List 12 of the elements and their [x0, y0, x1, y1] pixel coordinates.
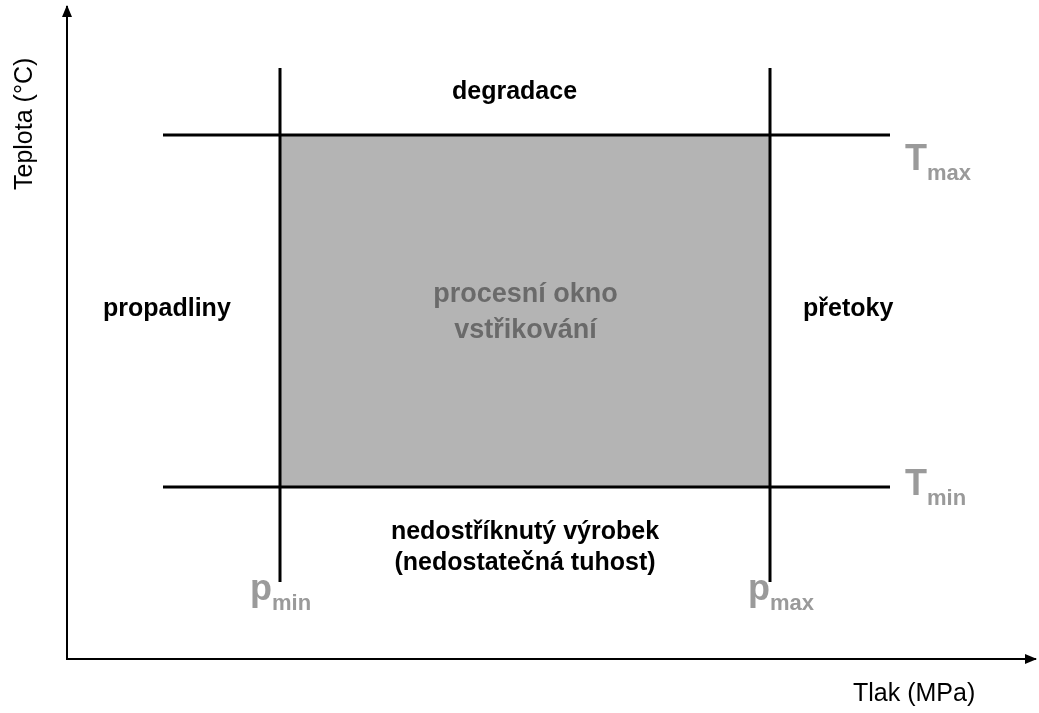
axis-label: Tlak (MPa): [853, 677, 976, 708]
limit-symbol: T$_{max}$: [905, 136, 972, 187]
region-label: propadliny: [103, 292, 231, 323]
region-label: degradace: [452, 75, 578, 106]
limit-symbol: p$_{min}$: [250, 566, 312, 617]
limit-symbol: p$_{max}$: [748, 566, 815, 617]
limit-symbol: T$_{min}$: [905, 461, 967, 512]
axis-label: Teplota (°C): [8, 57, 38, 190]
region-label: přetoky: [803, 292, 894, 323]
region-label: nedostříknutý výrobek (nedostatečná tuhost): [389, 515, 661, 578]
window-label: procesní okno vstřikování: [432, 277, 619, 346]
process-window: [281, 136, 770, 487]
